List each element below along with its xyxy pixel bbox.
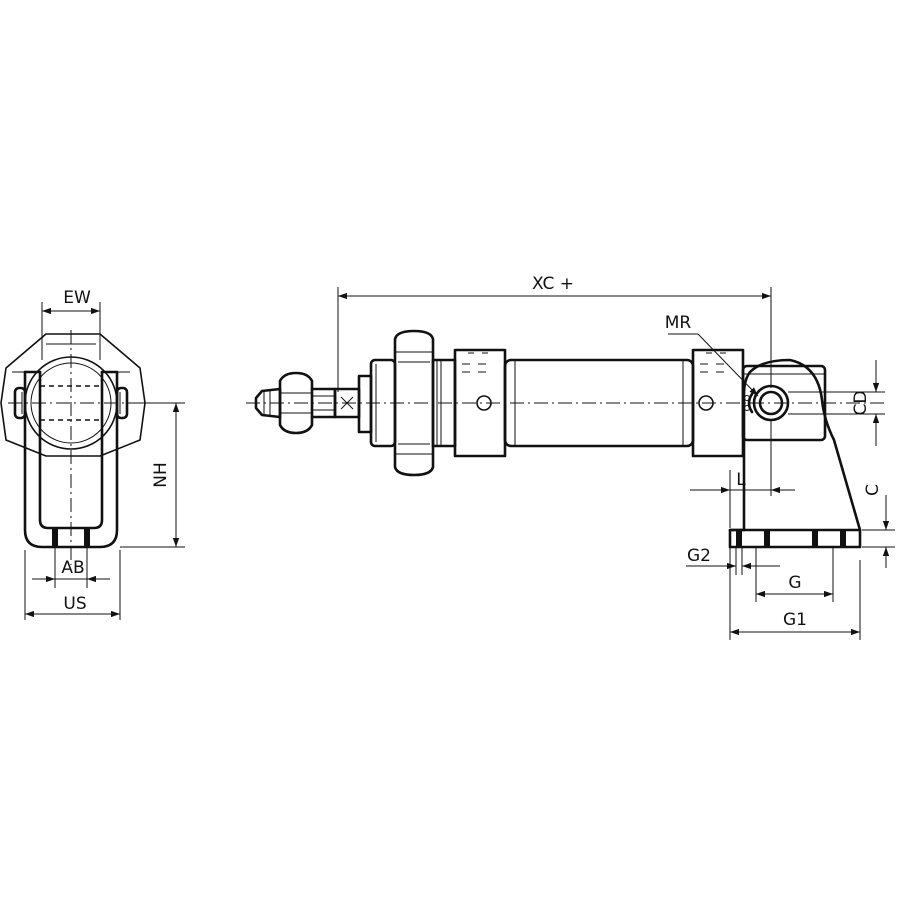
label-mr: MR xyxy=(665,313,692,333)
dim-g: G xyxy=(755,547,834,602)
label-l: L xyxy=(736,470,746,490)
dim-ab: AB xyxy=(32,547,110,588)
label-cd: CD xyxy=(851,391,871,416)
dim-g1: G1 xyxy=(729,547,861,640)
dim-l: L xyxy=(690,420,795,528)
label-ew: EW xyxy=(63,288,91,308)
end-view xyxy=(0,330,178,565)
label-xc: XC + xyxy=(532,274,574,294)
label-nh: NH xyxy=(151,462,171,488)
label-ab: AB xyxy=(61,558,84,578)
dim-c: C xyxy=(862,484,895,568)
dim-cd: CD xyxy=(788,360,885,446)
label-g1: G1 xyxy=(783,610,807,630)
dim-xc: XC + xyxy=(337,274,772,392)
dim-nh: NH xyxy=(120,402,185,548)
dim-ew: EW xyxy=(41,288,101,360)
dim-g2: G2 xyxy=(686,546,780,575)
label-us: US xyxy=(63,594,86,614)
label-c: C xyxy=(863,484,883,496)
dim-us: US xyxy=(24,550,121,620)
dim-mr: MR xyxy=(665,313,759,397)
label-g2: G2 xyxy=(687,546,711,566)
side-view xyxy=(246,329,885,549)
label-g: G xyxy=(788,573,801,593)
